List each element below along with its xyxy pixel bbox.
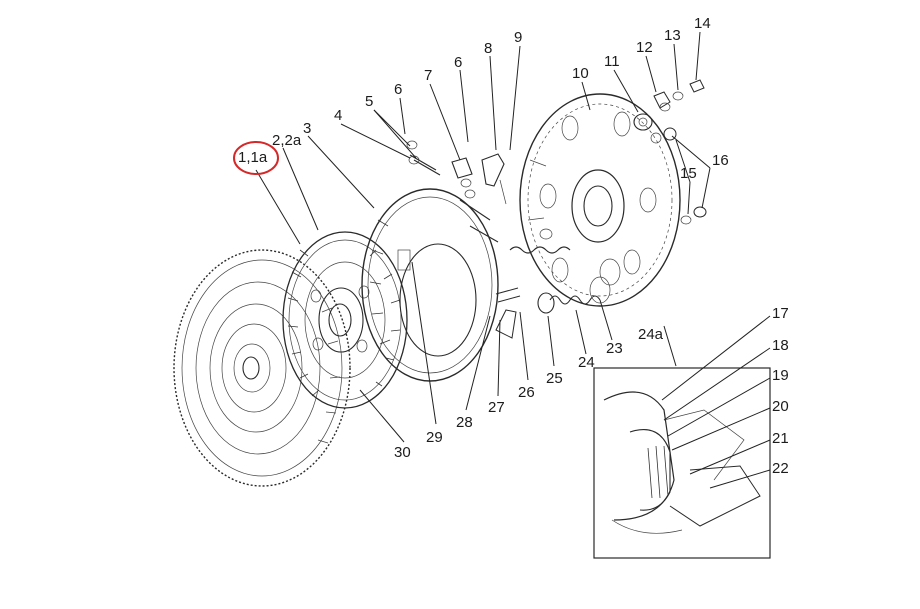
label-11: 11 [604, 53, 620, 70]
label-22: 22 [772, 460, 789, 477]
label-6b: 6 [454, 54, 462, 71]
label-1-1a: 1,1a [238, 149, 268, 166]
label-3: 3 [303, 120, 311, 137]
label-23: 23 [606, 340, 623, 357]
label-16: 16 [712, 152, 729, 169]
label-13: 13 [664, 27, 681, 44]
label-26: 26 [518, 384, 535, 401]
clutch-disc [282, 231, 408, 409]
label-24: 24 [578, 354, 595, 371]
pressure-springs [495, 228, 621, 339]
label-2-2a: 2,2a [272, 132, 302, 149]
label-5: 5 [365, 93, 373, 110]
label-25: 25 [546, 370, 563, 387]
label-15: 15 [680, 165, 697, 182]
label-21: 21 [772, 430, 789, 447]
label-12: 12 [636, 39, 653, 56]
label-18: 18 [772, 337, 789, 354]
part-labels: 1,1a 2,2a 3 4 5 6 7 6 8 9 10 11 12 13 14… [238, 15, 789, 477]
label-7: 7 [424, 67, 432, 84]
leader-lines [255, 31, 771, 489]
label-10: 10 [572, 65, 589, 82]
release-levers [406, 140, 507, 243]
label-6a: 6 [394, 81, 402, 98]
label-9: 9 [514, 29, 522, 46]
label-28: 28 [456, 414, 473, 431]
label-19: 19 [772, 367, 789, 384]
label-27: 27 [488, 399, 505, 416]
label-4: 4 [334, 107, 342, 124]
label-14: 14 [694, 15, 711, 32]
label-29: 29 [426, 429, 443, 446]
flywheel [173, 249, 351, 487]
label-30: 30 [394, 444, 411, 461]
detail-inset [593, 367, 771, 559]
pressure-plate [361, 188, 499, 382]
bolts-washers [633, 79, 707, 225]
label-24a: 24a [638, 326, 664, 343]
highlight-circle [233, 141, 279, 175]
label-17: 17 [772, 305, 789, 322]
label-20: 20 [772, 398, 789, 415]
label-8: 8 [484, 40, 492, 57]
clutch-cover [519, 93, 681, 307]
